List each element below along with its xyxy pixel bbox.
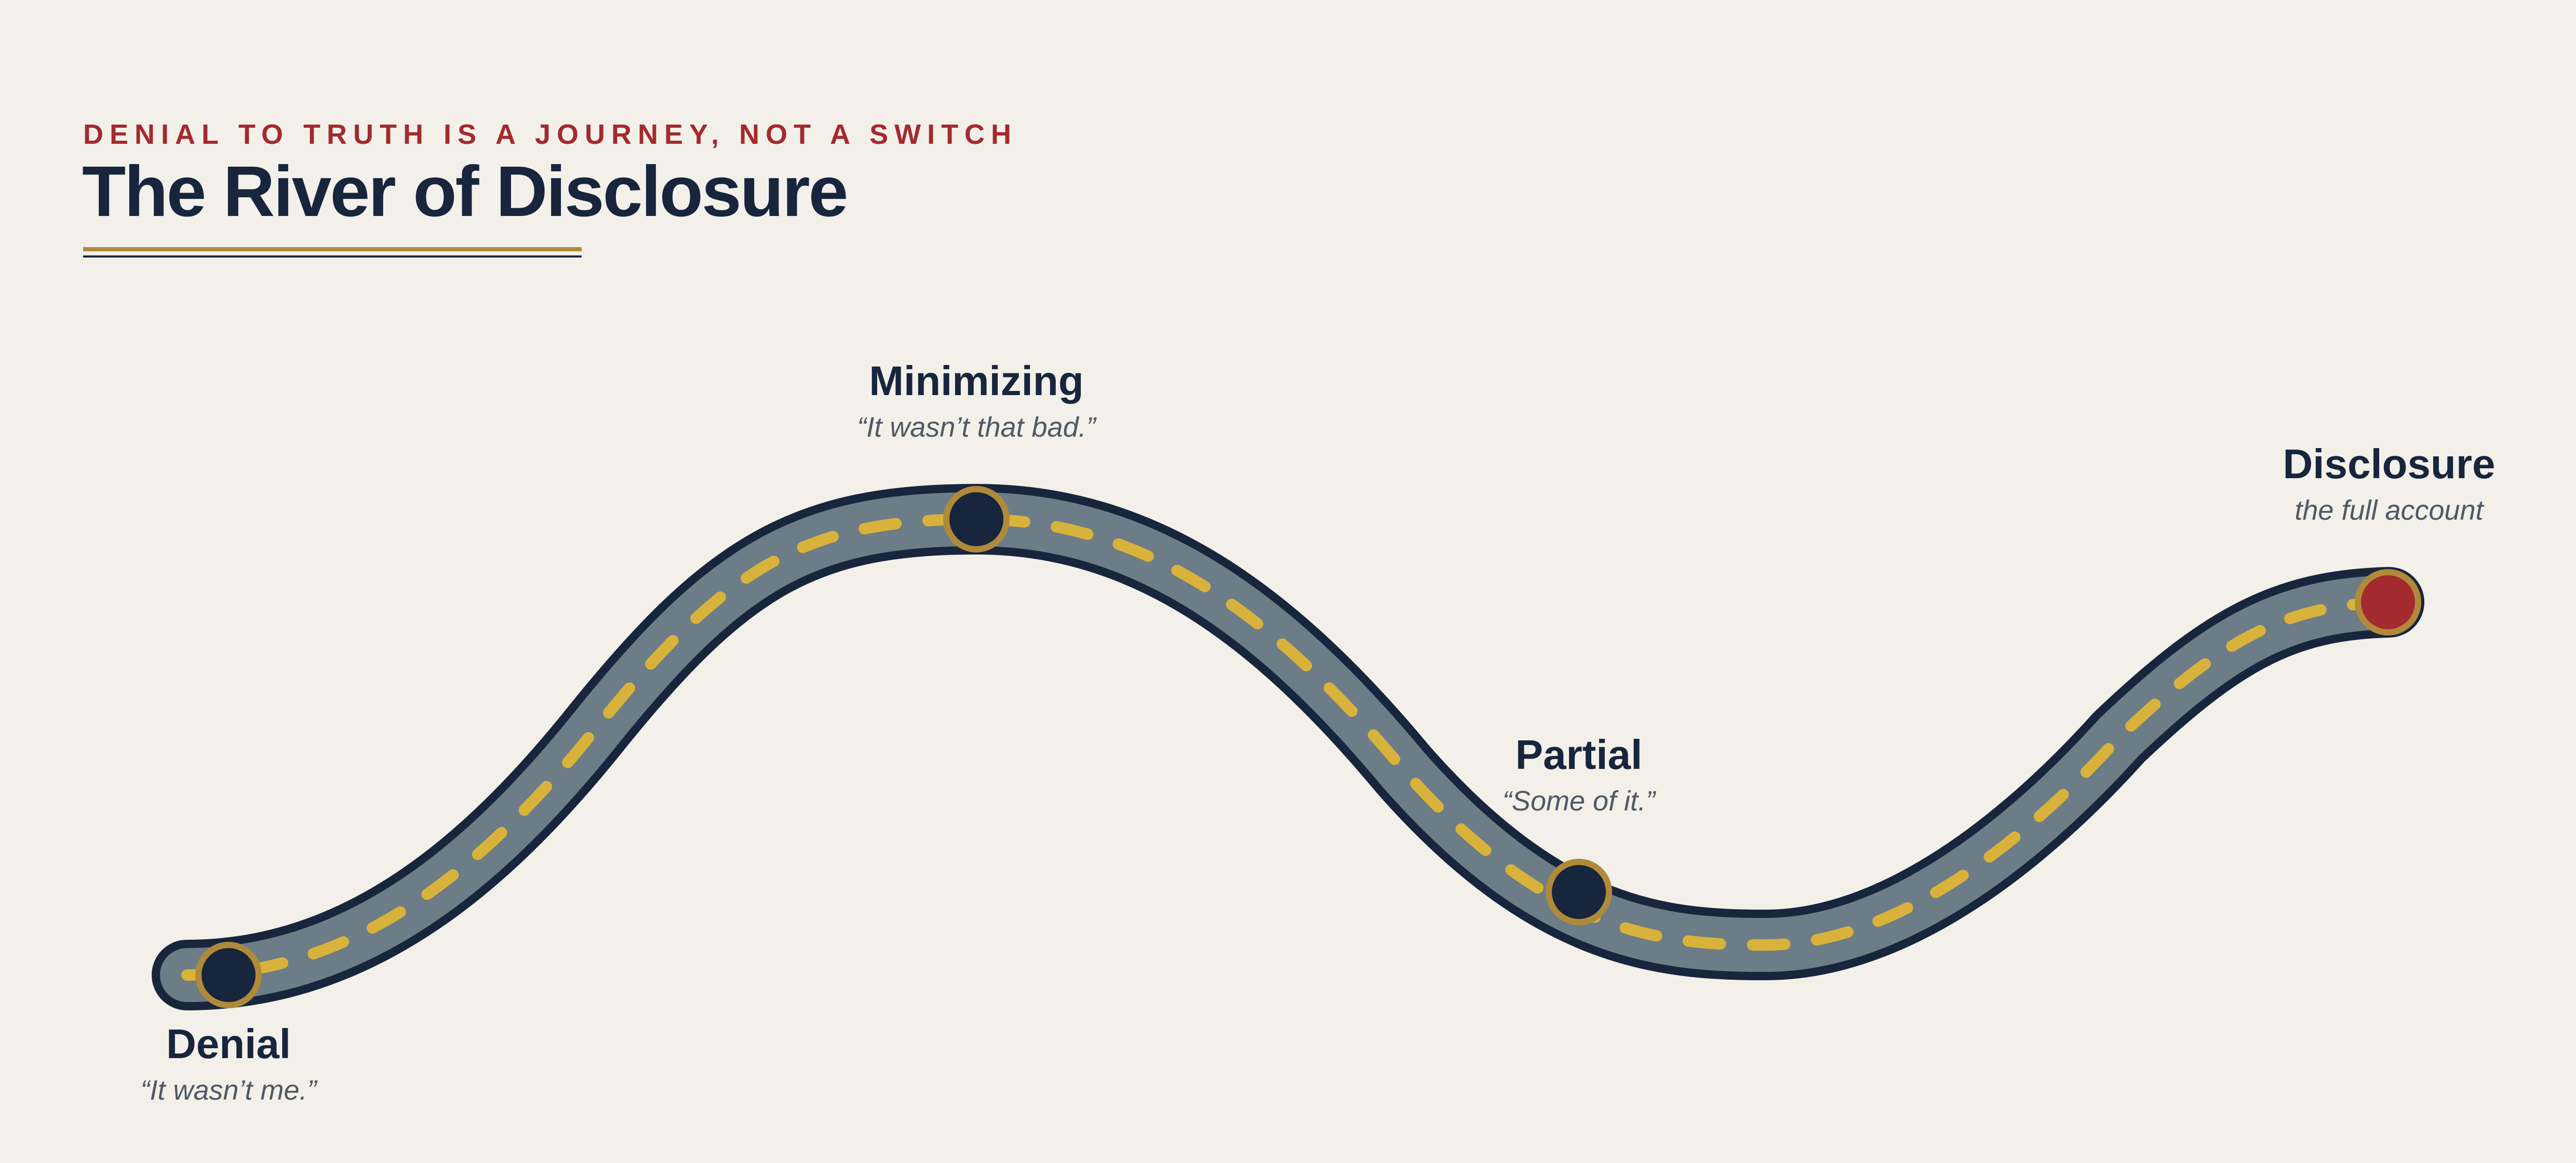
stage-marker-partial bbox=[1546, 859, 1612, 925]
stage-label-disclosure: Disclosure the full account bbox=[2155, 440, 2576, 529]
title-rule-gold bbox=[83, 247, 582, 251]
title-rule-navy bbox=[83, 255, 582, 258]
stage-label-minimizing: Minimizing “It wasn’t that bad.” bbox=[743, 357, 1210, 445]
stage-marker-minimizing bbox=[943, 486, 1010, 552]
stage-name: Denial bbox=[166, 1021, 291, 1067]
stage-name: Disclosure bbox=[2283, 441, 2496, 487]
stage-quote: the full account bbox=[2295, 495, 2484, 526]
river-outline bbox=[152, 484, 2424, 1010]
stage-quote: “It wasn’t that bad.” bbox=[857, 412, 1096, 443]
river-center-dash bbox=[181, 513, 2395, 981]
stage-label-denial: Denial “It wasn’t me.” bbox=[0, 1020, 462, 1108]
eyebrow-text: DENIAL TO TRUTH IS A JOURNEY, NOT A SWIT… bbox=[83, 119, 1018, 150]
stage-quote: “It wasn’t me.” bbox=[140, 1075, 317, 1106]
stage-name: Minimizing bbox=[869, 358, 1084, 404]
river-water bbox=[160, 492, 2416, 1002]
stage-marker-disclosure bbox=[2355, 569, 2421, 635]
stage-label-partial: Partial “Some of it.” bbox=[1345, 731, 1813, 819]
page-title: The River of Disclosure bbox=[82, 152, 848, 232]
stage-name: Partial bbox=[1515, 732, 1643, 778]
stage-quote: “Some of it.” bbox=[1502, 786, 1656, 817]
stage-marker-denial bbox=[195, 942, 262, 1008]
